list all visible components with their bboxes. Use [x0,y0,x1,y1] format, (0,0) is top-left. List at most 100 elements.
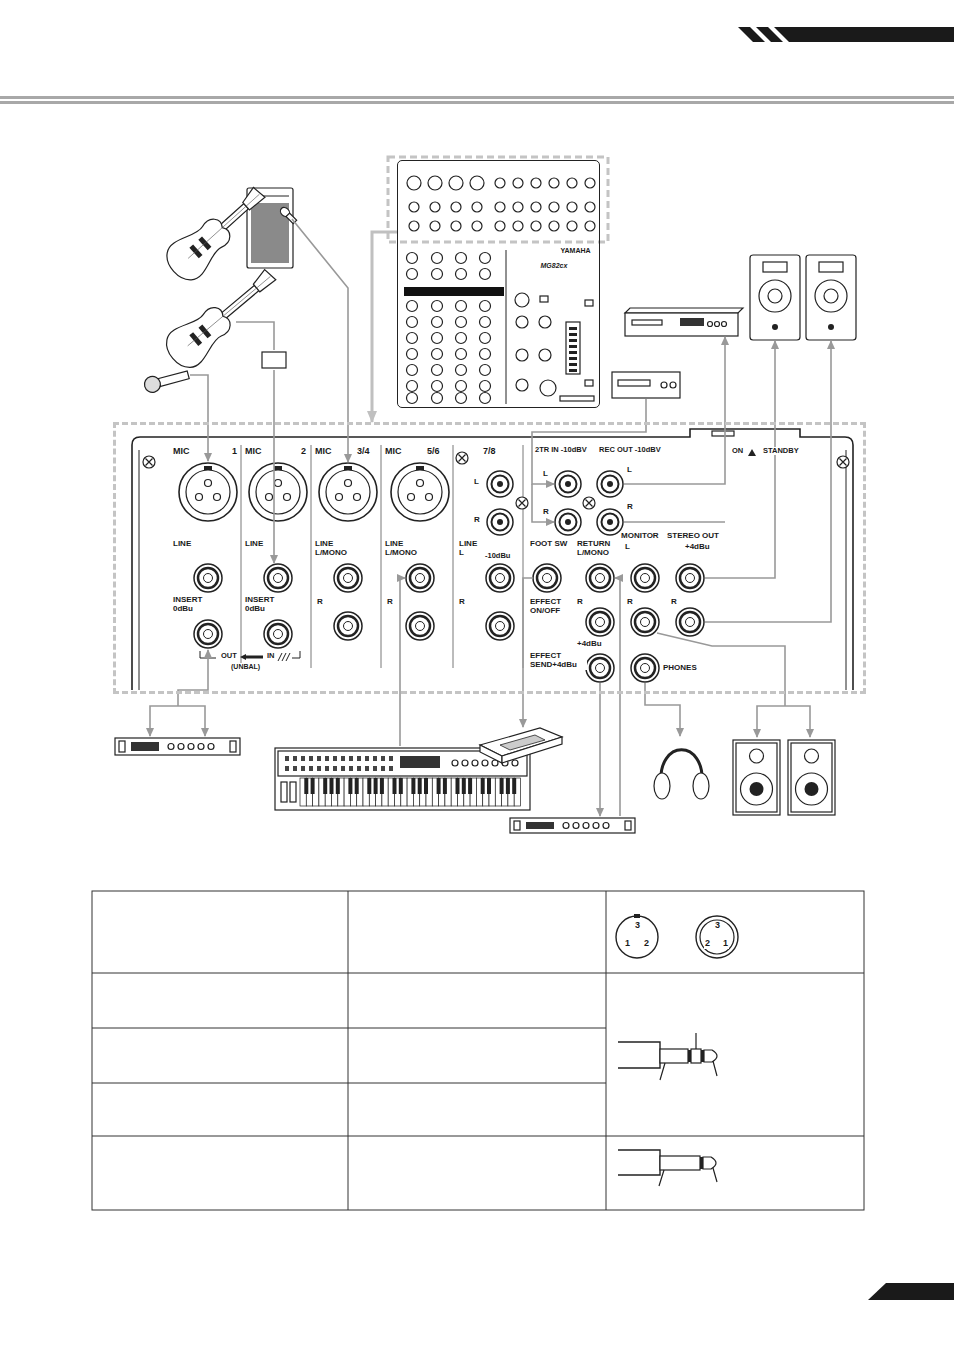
mini-button [540,296,548,302]
mini-knob [480,269,491,280]
phone-jack-nut [635,568,655,588]
recorder-button [722,322,727,327]
rca-jack [555,471,581,497]
mini-jack [567,221,577,231]
table-rule [92,1136,864,1137]
synth-button [381,756,385,761]
phone-jack-hole [641,664,650,673]
mixer-top-view: YAMAHAMG82cx [397,160,600,408]
screw-slot [840,459,847,466]
rack-knob [198,744,204,750]
synth-button [309,756,313,761]
rca-ring [602,476,619,493]
pin-number: 3 [714,921,721,931]
mini-jack [513,178,523,188]
synth-button [301,756,305,761]
black-key [330,778,334,794]
rack-knob [583,823,589,829]
phone-jack-nut [268,568,288,588]
panel-label: EFFECT SEND+4dBu [529,652,587,670]
phone-jack-nut [198,568,218,588]
panel-label: OUT [220,652,238,660]
guitar-head [240,186,265,211]
rack-ear [514,821,520,830]
send-effect-unit [510,818,635,833]
phone-jack-hole [274,574,283,583]
phone-jack-nut [635,658,655,678]
xlr-insert [326,470,370,514]
cd-tray [618,380,650,386]
rca-ring [602,514,619,531]
rack-knob [563,823,569,829]
signal-wire [292,219,348,462]
bass-guitar [159,259,285,375]
synth-button [349,756,353,761]
mini-knob [432,333,443,344]
mini-jack [472,221,482,231]
rca-pin [497,481,503,487]
mini-jack [472,202,482,212]
synth-knob [472,760,478,766]
mini-jack [567,202,577,212]
pin-number: 3 [634,921,641,931]
rack-ear [119,741,125,752]
phone-jack [533,564,561,592]
signal-wire [273,370,275,563]
xlr-key [634,914,640,918]
recorder-button [708,322,713,327]
mini-jack [549,221,559,231]
black-key [424,778,428,794]
xlr-pin [214,494,221,501]
phone-jack [586,608,614,636]
xlr-jack [179,463,237,521]
screw-slot [519,500,526,507]
xlr-male-ring [700,920,734,954]
table-rule [348,891,349,1210]
black-key [367,778,371,794]
xlr-pin [275,480,282,487]
mini-jack [531,221,541,231]
panel-label: R [542,508,550,517]
mini-knob [539,316,551,328]
rca-jack [487,509,513,535]
mini-jack [495,178,505,188]
panel-label: LINE [172,540,192,549]
xlr-pin [345,480,352,487]
screw [583,497,595,509]
panel-label: FOOT SW [529,540,568,549]
recorder-display [680,318,704,326]
cd-button [670,382,676,388]
xlr-female-face [616,916,658,958]
panel-label: MIC [172,447,191,457]
mini-xlr [470,176,484,190]
phone-jack-nut [490,616,510,636]
electric-guitar [160,177,276,287]
panel-label: LINE [244,540,264,549]
phone-jack [631,654,659,682]
panel-label: MIC [314,447,333,457]
black-key [323,778,327,794]
xlr-latch [274,466,282,470]
mini-knob [407,301,418,312]
phone-jack [486,564,514,592]
panel-label: EFFECT ON/OFF [529,598,571,616]
mini-knob [432,365,443,376]
pin-number: 1 [624,939,631,949]
signal-wire [532,399,646,484]
mixer-divider [506,250,507,404]
ts-tip [703,1157,716,1169]
signal-wire [150,706,205,736]
phone-jack-nut [635,612,655,632]
phone-jack-nut [490,568,510,588]
panel-label: 2 [300,447,307,457]
phone-jack-nut [590,658,610,678]
rack-display [526,822,554,829]
meter-segment [569,357,577,360]
synth-knob [452,760,458,766]
rca-pin [497,519,503,525]
panel-label: 7/8 [482,447,497,457]
mini-knob [456,381,467,392]
panel-edge [139,450,140,690]
black-key [411,778,415,794]
black-key [399,778,403,794]
